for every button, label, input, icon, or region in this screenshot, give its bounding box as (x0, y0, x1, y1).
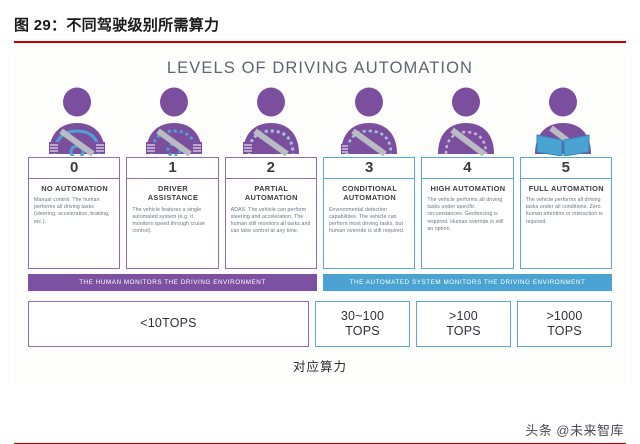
level-card-body: CONDITIONAL AUTOMATION Environmental det… (324, 179, 414, 236)
driver-figures-row (14, 84, 626, 156)
level-card-0[interactable]: 0 NO AUTOMATION Manual control. The huma… (28, 156, 121, 269)
system-monitors-bar: THE AUTOMATED SYSTEM MONITORS THE DRIVIN… (323, 273, 612, 291)
level-card-body: DRIVER ASSISTANCE The vehicle features a… (127, 179, 217, 236)
level-description: Manual control. The human performs all d… (34, 197, 110, 225)
level-number: 4 (422, 158, 513, 179)
person-one-hand-wheel-icon (235, 86, 307, 156)
level-name: FULL AUTOMATION (528, 183, 604, 193)
compute-value-line1: >1000 (546, 308, 583, 323)
footer-divider (14, 442, 626, 444)
level-number: 5 (520, 158, 611, 179)
person-reading-book-icon (527, 86, 599, 156)
watermark-label: 头条 @未来智库 (525, 422, 624, 438)
level-description: The vehicle performs all driving tasks u… (427, 197, 504, 232)
level-card-3[interactable]: 3 CONDITIONAL AUTOMATION Environmental d… (322, 156, 416, 269)
person-steering-wheel-icon (41, 86, 113, 156)
compute-caption: 对应算力 (292, 359, 347, 374)
figure-cell-level-3 (320, 84, 417, 156)
compute-box-level-5: >1000 TOPS (517, 300, 612, 347)
person-hands-on-wheel-icon (138, 86, 210, 156)
level-card-2[interactable]: 2 PARTIAL AUTOMATION ADAS. The vehicle c… (224, 156, 317, 269)
compute-value-line1: >100 (449, 308, 478, 323)
level-number: 3 (323, 158, 415, 179)
level-description: The vehicle features a single automated … (132, 206, 206, 235)
level-description: ADAS. The vehicle can perform steering a… (230, 206, 311, 235)
level-card-5[interactable]: 5 FULL AUTOMATION The vehicle performs a… (519, 156, 612, 269)
level-name: CONDITIONAL AUTOMATION (342, 183, 398, 203)
level-number: 1 (127, 158, 218, 179)
levels-cards-row: 0 NO AUTOMATION Manual control. The huma… (14, 156, 626, 269)
figure-cell-level-2 (223, 84, 320, 156)
level-card-body: NO AUTOMATION Manual control. The human … (29, 179, 119, 226)
compute-box-level-0-2: <10TOPS (28, 300, 309, 347)
title-divider (14, 41, 626, 43)
compute-box-level-4: >100 TOPS (416, 300, 511, 347)
person-no-wheel-icon (430, 86, 502, 156)
monitor-bars-row: THE HUMAN MONITORS THE DRIVING ENVIRONME… (14, 273, 626, 291)
page-footer: 头条 @未来智库 (0, 420, 640, 444)
level-card-body: PARTIAL AUTOMATION ADAS. The vehicle can… (226, 179, 316, 236)
infographic-title: LEVELS OF DRIVING AUTOMATION (166, 58, 474, 77)
page-title: 图 29：不同驾驶级别所需算力 (14, 17, 220, 34)
compute-value-line1: 30~100 (340, 308, 385, 323)
figure-cell-level-1 (125, 84, 222, 156)
compute-value-line2: TOPS (446, 323, 481, 338)
level-card-1[interactable]: 1 DRIVER ASSISTANCE The vehicle features… (126, 156, 219, 269)
level-description: The vehicle performs all driving tasks u… (525, 197, 603, 225)
human-monitors-bar: THE HUMAN MONITORS THE DRIVING ENVIRONME… (28, 273, 317, 291)
level-number: 2 (225, 158, 316, 179)
level-name: HIGH AUTOMATION (430, 183, 506, 193)
figure-header: 图 29：不同驾驶级别所需算力 (0, 0, 640, 43)
level-name: DRIVER ASSISTANCE (147, 183, 199, 203)
person-hands-off-wheel-icon (333, 86, 405, 156)
compute-value-line2: TOPS (547, 323, 582, 338)
level-card-4[interactable]: 4 HIGH AUTOMATION The vehicle performs a… (421, 156, 514, 269)
figure-cell-level-4 (417, 84, 514, 156)
level-card-body: HIGH AUTOMATION The vehicle performs all… (422, 179, 512, 234)
level-card-body: FULL AUTOMATION The vehicle performs all… (521, 179, 611, 226)
compute-box-level-3: 30~100 TOPS (315, 300, 410, 347)
level-name: PARTIAL AUTOMATION (244, 183, 298, 203)
figure-cell-level-0 (28, 84, 125, 156)
figure-cell-level-5 (515, 84, 612, 156)
compute-value-line2: TOPS (345, 323, 380, 338)
level-name: NO AUTOMATION (41, 183, 109, 193)
infographic-panel: LEVELS OF DRIVING AUTOMATION (14, 42, 626, 384)
level-description: Environmental detection capabilities. Th… (328, 206, 405, 235)
compute-boxes-row: <10TOPS 30~100 TOPS >100 TOPS >1000 TOPS (14, 300, 626, 347)
level-number: 0 (29, 158, 120, 179)
